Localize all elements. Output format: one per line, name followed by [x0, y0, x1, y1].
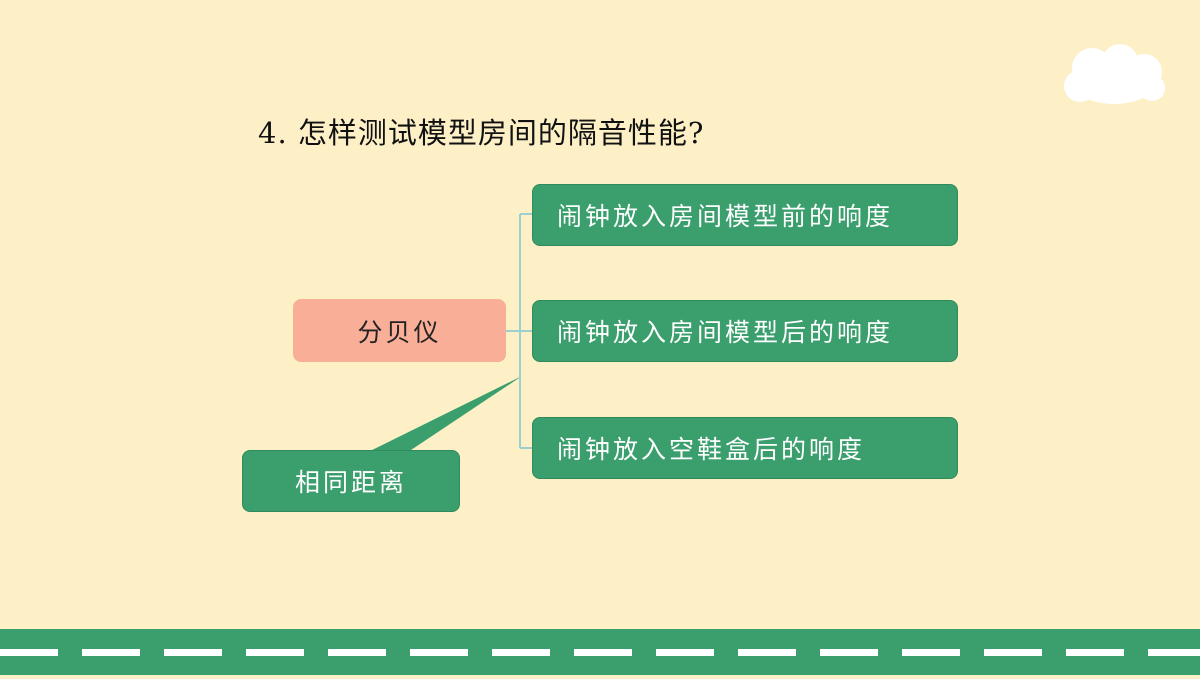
cloud-icon — [1064, 44, 1165, 104]
branch-node-1: 闹钟放入房间模型前的响度 — [532, 184, 958, 246]
slide-title: 4. 怎样测试模型房间的隔音性能? — [258, 116, 705, 150]
branch-node-label: 闹钟放入房间模型前的响度 — [557, 202, 894, 231]
callout-tail — [368, 376, 522, 452]
branch-node-label: 闹钟放入房间模型后的响度 — [557, 318, 894, 347]
branch-node-label: 闹钟放入空鞋盒后的响度 — [557, 435, 866, 464]
center-node: 分贝仪 — [293, 299, 506, 362]
road-dashes — [0, 649, 1200, 656]
callout-box: 相同距离 — [242, 450, 460, 512]
road-strip — [0, 629, 1200, 675]
branch-node-2: 闹钟放入房间模型后的响度 — [532, 300, 958, 362]
branch-node-3: 闹钟放入空鞋盒后的响度 — [532, 417, 958, 479]
center-node-label: 分贝仪 — [357, 317, 442, 347]
callout-label: 相同距离 — [294, 468, 407, 497]
